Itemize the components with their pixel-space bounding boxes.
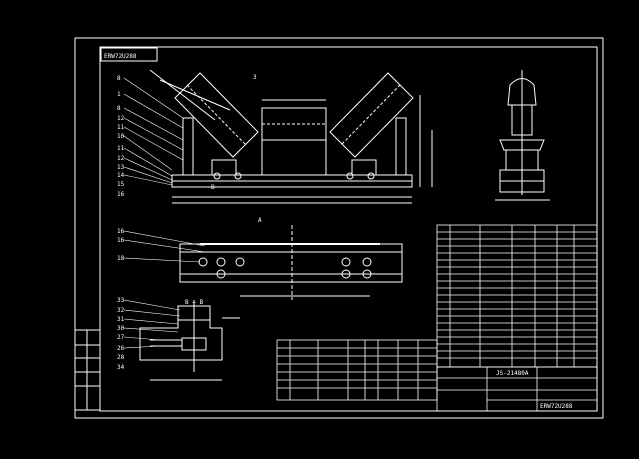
parts-table (436, 224, 598, 368)
title-block-code: ERW72U288 (540, 403, 573, 410)
note-mark: 3 (253, 74, 257, 81)
callout-1: 8 (117, 75, 121, 82)
view-mark-a: A (258, 217, 262, 224)
callout-p2: 16 (117, 237, 125, 244)
callout-leaders-plan (123, 230, 206, 263)
front-view-idler (149, 69, 433, 204)
left-margin-block (74, 329, 101, 411)
sheet-frame (74, 37, 604, 419)
callout-4: 12 (117, 115, 125, 122)
callout-s7: 28 (117, 354, 125, 361)
drawing-code-tag: ERW72U288 (100, 47, 158, 62)
callout-5: 11 (117, 124, 125, 131)
callout-11: 15 (117, 181, 125, 188)
section-view (139, 300, 240, 381)
callout-s1: 33 (117, 297, 125, 304)
callout-6: 10 (117, 133, 125, 140)
callout-s3: 31 (117, 316, 125, 323)
callout-s6: 26 (117, 345, 125, 352)
callout-leaders-upper (123, 77, 184, 186)
callout-s2: 32 (117, 307, 125, 314)
callout-3: 8 (117, 105, 121, 112)
callout-p3: 18 (117, 255, 125, 262)
callouts-section: 33 32 31 30 27 26 28 34 (117, 297, 125, 371)
drawing-code-text: ERW72U288 (104, 53, 137, 60)
callout-10: 14 (117, 172, 125, 179)
callout-9: 13 (117, 164, 125, 171)
callout-s5: 27 (117, 334, 125, 341)
callout-s4: 30 (117, 325, 125, 332)
callout-12: 16 (117, 191, 125, 198)
callouts-upper: 8 1 8 12 11 10 11 12 13 14 15 16 (117, 75, 125, 198)
callout-7: 11 (117, 145, 125, 152)
side-view (495, 70, 550, 201)
callout-8: 12 (117, 155, 125, 162)
callout-leaders-section (123, 299, 181, 349)
callout-s8: 34 (117, 364, 125, 371)
title-block (436, 366, 598, 412)
plan-view (179, 225, 403, 300)
bom-table (276, 339, 438, 401)
callout-2: 1 (117, 91, 121, 98)
view-mark-b: B (211, 184, 215, 191)
callouts-plan: 16 16 18 (117, 228, 125, 262)
callout-p1: 16 (117, 228, 125, 235)
title-block-number: JS-21480A (496, 370, 529, 377)
